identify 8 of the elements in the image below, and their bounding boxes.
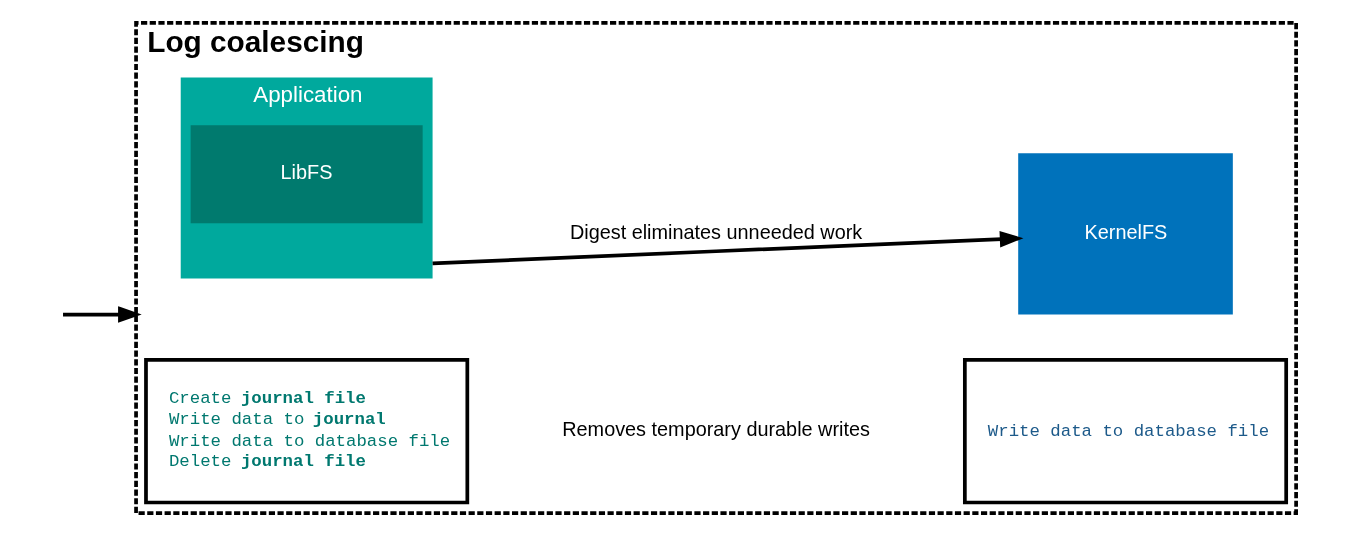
node-box: KernelFS xyxy=(1017,153,1233,315)
node-box: Write data to database file xyxy=(962,357,1288,505)
node-box: Create journal file Write data to journal Write data to database file Delete journal file xyxy=(143,357,469,505)
arrow xyxy=(62,306,142,323)
edge-label: Digest eliminates unneeded work xyxy=(569,220,862,243)
label: Removes temporary durable writes xyxy=(561,417,870,440)
arrow xyxy=(432,230,1023,266)
node-box: LibFS xyxy=(190,125,423,224)
